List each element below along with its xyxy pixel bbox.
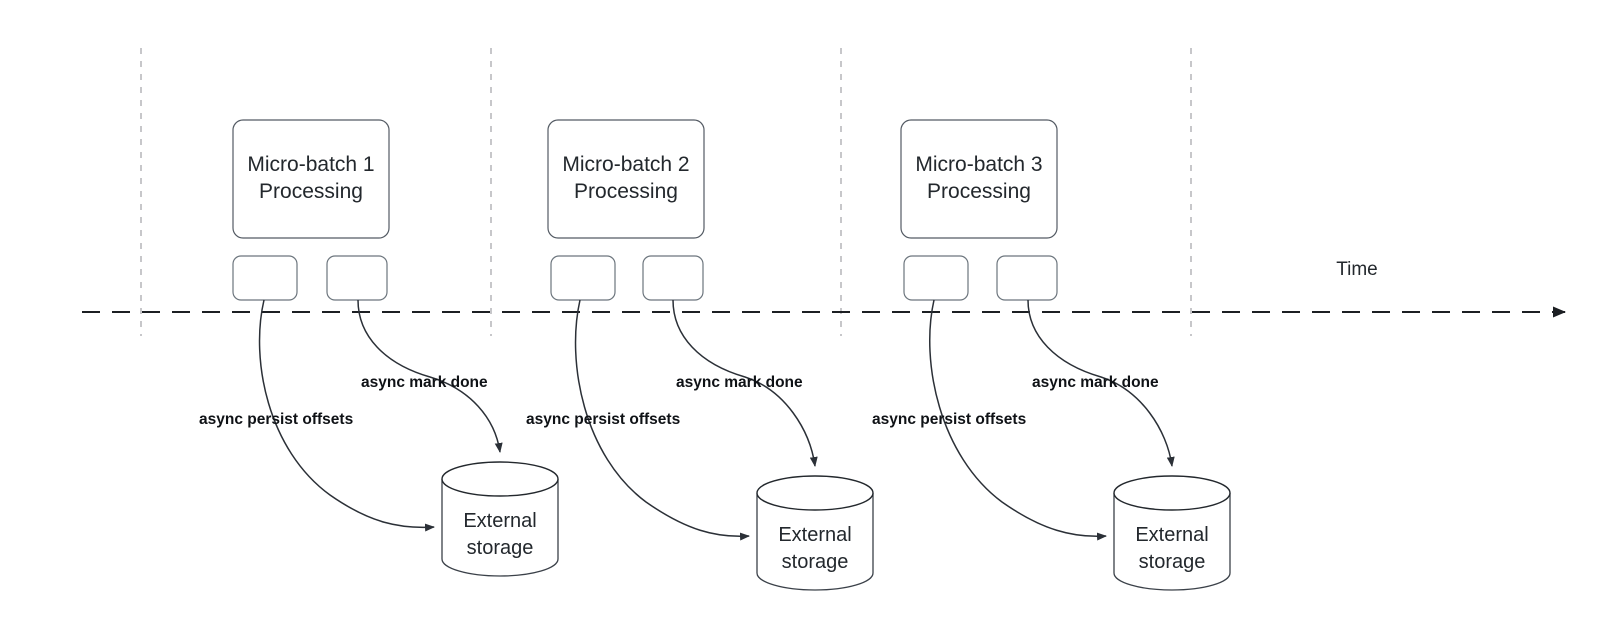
micro-batch-1-box[interactable]: [232, 119, 390, 239]
tick-markdone-2[interactable]: [642, 255, 704, 301]
micro-batch-2-box[interactable]: [547, 119, 705, 239]
time-axis-label: Time: [1336, 259, 1378, 280]
edge-mark-done-3: [1027, 299, 1175, 467]
external-storage-2-label-line2: storage: [782, 551, 849, 573]
edge-mark-done-2: [672, 299, 818, 467]
edge-label-mark-done-1: async mark done: [361, 374, 488, 391]
external-storage-3-top: [1113, 475, 1231, 511]
micro-batch-2-group: Micro-batch 2 Processing async persist o…: [526, 119, 874, 591]
micro-batch-1-group: Micro-batch 1 Processing async persist o…: [199, 119, 559, 577]
external-storage-1-body: [441, 479, 559, 577]
external-storage-2-body: [756, 493, 874, 591]
edge-label-persist-offsets-3: async persist offsets: [872, 411, 1026, 428]
external-storage-3-label-line2: storage: [1139, 551, 1206, 573]
external-storage-1-top: [441, 461, 559, 497]
external-storage-2-top: [756, 475, 874, 511]
external-storage-3-body: [1113, 493, 1231, 591]
external-storage-1-label-line2: storage: [467, 537, 534, 559]
edge-label-mark-done-2: async mark done: [676, 374, 803, 391]
tick-persist-2[interactable]: [550, 255, 616, 301]
edge-label-mark-done-3: async mark done: [1032, 374, 1159, 391]
micro-batch-3-title-line1: Micro-batch 3: [915, 153, 1042, 176]
external-storage-2-label-line1: External: [778, 524, 851, 546]
edge-persist-offsets-1: [258, 299, 435, 532]
micro-batch-3-title-line2: Processing: [927, 180, 1031, 203]
tick-persist-3[interactable]: [903, 255, 969, 301]
tick-markdone-3[interactable]: [996, 255, 1058, 301]
micro-batch-1-title-line2: Processing: [259, 180, 363, 203]
tick-persist-1[interactable]: [232, 255, 298, 301]
micro-batch-3-box[interactable]: [900, 119, 1058, 239]
edge-label-persist-offsets-1: async persist offsets: [199, 411, 353, 428]
time-axis: Time: [82, 259, 1566, 318]
external-storage-3[interactable]: External storage: [1113, 475, 1231, 591]
external-storage-3-label-line1: External: [1135, 524, 1208, 546]
boundary-lines: [140, 48, 1192, 336]
edge-persist-offsets-3: [929, 299, 1107, 541]
micro-batch-2-title-line1: Micro-batch 2: [562, 153, 689, 176]
micro-batch-2-title-line2: Processing: [574, 180, 678, 203]
tick-markdone-1[interactable]: [326, 255, 388, 301]
edge-persist-offsets-2: [574, 299, 750, 541]
micro-batch-1-title-line1: Micro-batch 1: [247, 153, 374, 176]
micro-batch-3-group: Micro-batch 3 Processing async persist o…: [872, 119, 1231, 591]
external-storage-2[interactable]: External storage: [756, 475, 874, 591]
external-storage-1[interactable]: External storage: [441, 461, 559, 577]
edge-mark-done-1: [357, 299, 503, 453]
edge-label-persist-offsets-2: async persist offsets: [526, 411, 680, 428]
external-storage-1-label-line1: External: [463, 510, 536, 532]
